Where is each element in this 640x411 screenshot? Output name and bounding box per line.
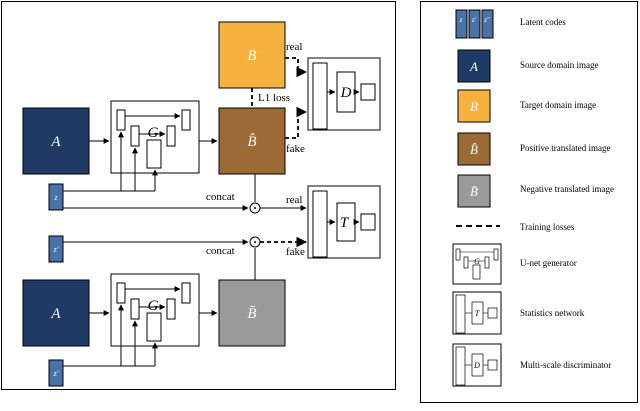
legend-negative-icon (457, 174, 491, 208)
legend-negative-label: Negative translated image (520, 184, 614, 194)
main-diagram-frame (1, 1, 396, 390)
latent-code-z-prime-mid-label: z' (53, 245, 59, 254)
generator-G-top: G (110, 100, 200, 174)
legend-training-losses-label: Training losses (520, 222, 575, 232)
svg-text:z': z' (471, 16, 477, 24)
legend-source-label: Source domain image (520, 60, 598, 70)
latent-code-z-prime-bottom (48, 359, 64, 387)
svg-text:D: D (473, 361, 480, 370)
legend-discriminator-label: Multi-scale discriminator (520, 360, 611, 370)
real-label-T: real (286, 194, 302, 206)
legend-statistics-icon: T (452, 291, 502, 335)
legend-frame (420, 1, 638, 403)
legend-target-icon (457, 89, 491, 123)
legend-positive-icon (457, 132, 491, 166)
target-image-B-label: B (247, 48, 256, 64)
svg-text:G: G (474, 257, 480, 266)
real-label-D: real (286, 41, 302, 53)
statistics-network-T-label: T (340, 215, 350, 231)
svg-text:z'': z'' (483, 16, 490, 24)
legend-target-label: Target domain image (520, 100, 596, 110)
latent-code-z-label: z (53, 193, 58, 202)
concat-label-bottom: concat (206, 245, 235, 257)
legend-positive-label: Positive translated image (520, 143, 610, 153)
source-image-A-top-label: A (50, 134, 61, 150)
statistics-network-T: T (307, 185, 381, 259)
negative-translated-B-bar-label: B̄ (247, 306, 256, 322)
legend-statistics-label: Statistics network (520, 308, 585, 318)
discriminator-D-label: D (340, 85, 352, 101)
latent-code-z (48, 183, 64, 211)
svg-text:B̂: B̂ (470, 142, 478, 157)
concat-label-top: concat (206, 191, 235, 203)
svg-text:A: A (469, 59, 478, 74)
source-image-A-bottom-label: A (50, 306, 61, 322)
negative-translated-B-bar (218, 279, 286, 347)
generator-G-bottom: G (110, 273, 200, 347)
svg-text:T: T (475, 309, 480, 318)
legend-latent-codes-label: Latent codes (520, 17, 566, 27)
svg-text:B: B (470, 99, 478, 114)
svg-text:B̄: B̄ (470, 184, 478, 199)
generator-G-bottom-label: G (148, 298, 159, 314)
legend-unet-icon: G (452, 243, 502, 285)
svg-text:z: z (459, 16, 463, 24)
positive-translated-B-hat-label: B̂ (247, 134, 256, 150)
legend-source-icon (457, 49, 491, 83)
source-image-A-top (22, 107, 90, 175)
fake-label-T: fake (286, 246, 305, 258)
generator-G-top-label: G (148, 125, 159, 141)
source-image-A-bottom (22, 279, 90, 347)
fake-label-D: fake (286, 143, 305, 155)
legend-latent-codes-icon: z z' z'' (455, 9, 494, 39)
l1-loss-label: L1 loss (258, 92, 290, 104)
latent-code-z-prime-mid (48, 235, 64, 263)
positive-translated-B-hat (218, 107, 286, 175)
discriminator-D: D (307, 57, 381, 131)
latent-code-z-prime-bottom-label: z' (53, 369, 59, 378)
legend-unet-label: U-net generator (520, 258, 577, 268)
target-image-B (218, 21, 286, 89)
legend-discriminator-icon: D (452, 343, 502, 387)
